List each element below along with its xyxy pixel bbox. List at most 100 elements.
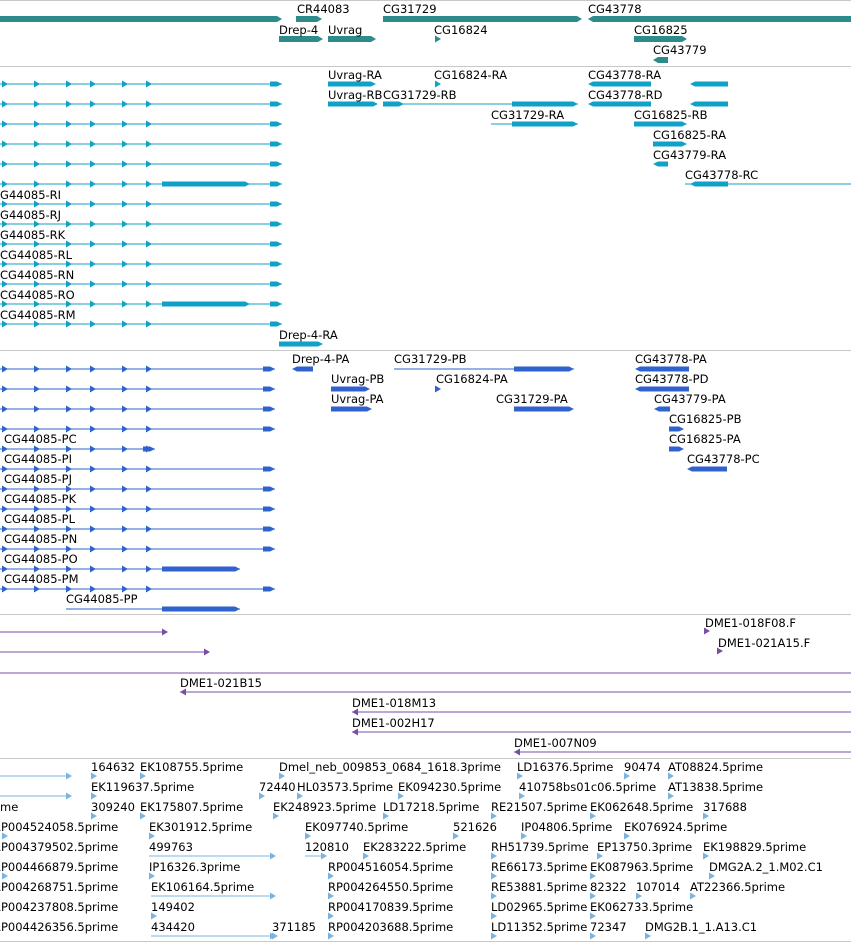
protein-glyph-exon[interactable] (90, 365, 96, 373)
gene-glyph[interactable] (588, 16, 851, 22)
transcript-glyph[interactable] (653, 141, 687, 147)
est-label[interactable]: EK094230.5prime (398, 780, 502, 794)
transcript-glyph-exon[interactable] (2, 160, 8, 168)
transcript-label[interactable]: CG44085-RN (0, 268, 75, 282)
protein-glyph[interactable] (635, 366, 689, 372)
est-glyph[interactable] (491, 892, 497, 900)
protein-label[interactable]: CG44085-PN (4, 532, 78, 546)
transcript-glyph-exon[interactable] (66, 260, 72, 268)
transcript-glyph-exon[interactable] (122, 240, 128, 248)
transcript-glyph-exon[interactable] (2, 220, 8, 228)
transcript-glyph-exon[interactable] (146, 120, 152, 128)
est-glyph[interactable] (624, 772, 630, 780)
transcript-glyph-exon[interactable] (270, 181, 282, 187)
protein-glyph[interactable] (331, 386, 370, 392)
protein-glyph-exon[interactable] (122, 385, 128, 393)
transcript-glyph-exon[interactable] (2, 300, 8, 308)
transcript-glyph-exon[interactable] (146, 280, 152, 288)
est-label[interactable]: RP004264550.5prime (328, 880, 454, 894)
est-label[interactable]: AT08824.5prime (668, 760, 764, 774)
protein-glyph-exon[interactable] (90, 465, 96, 473)
protein-glyph-exon[interactable] (263, 526, 275, 532)
est-glyph[interactable] (328, 932, 334, 940)
est-glyph[interactable] (521, 832, 527, 840)
protein-glyph-exon[interactable] (66, 585, 72, 593)
protein-label[interactable]: CG44085-PJ (4, 472, 73, 486)
transcript-glyph-exon[interactable] (90, 180, 96, 188)
est-glyph[interactable] (668, 792, 674, 800)
est-glyph[interactable] (636, 892, 642, 900)
est-glyph[interactable] (383, 812, 389, 820)
est-glyph[interactable] (297, 792, 303, 800)
transcript-glyph-exon[interactable] (34, 280, 40, 288)
protein-glyph-exon[interactable] (146, 565, 152, 573)
transcript-glyph-exon[interactable] (146, 220, 152, 228)
protein-glyph-exon[interactable] (122, 365, 128, 373)
transcript-glyph-exon[interactable] (34, 80, 40, 88)
transcript-glyph-exon[interactable] (34, 220, 40, 228)
est-glyph[interactable] (149, 872, 155, 880)
protein-glyph-exon[interactable] (34, 485, 40, 493)
est-label[interactable]: RE53881.5prime (491, 880, 588, 894)
transcript-glyph[interactable] (435, 80, 441, 88)
gene-glyph[interactable] (634, 36, 687, 42)
protein-glyph-exon[interactable] (263, 586, 275, 592)
protein-glyph-exon[interactable] (263, 426, 275, 432)
est-glyph[interactable] (491, 812, 497, 820)
est-label[interactable]: EK175807.5prime (140, 800, 244, 814)
est-glyph[interactable] (624, 832, 630, 840)
protein-glyph[interactable] (514, 366, 574, 372)
protein-glyph[interactable] (331, 406, 372, 412)
est-label[interactable]: LD11352.5prime (491, 920, 588, 934)
transcript-glyph-exon[interactable] (122, 80, 128, 88)
est-label[interactable]: 521626 (453, 820, 497, 834)
gene-label[interactable]: Uvrag (328, 23, 363, 37)
protein-label[interactable]: CG16824-PA (436, 372, 508, 386)
transcript-glyph-exon[interactable] (270, 141, 282, 147)
transcript-glyph-exon[interactable] (66, 140, 72, 148)
est-label[interactable]: AT22366.5prime (690, 880, 786, 894)
protein-glyph-exon[interactable] (34, 425, 40, 433)
transcript-glyph-exon[interactable] (34, 140, 40, 148)
protein-glyph-exon[interactable] (90, 525, 96, 533)
transcript-glyph-exon[interactable] (270, 81, 282, 87)
transcript-label[interactable]: CG31729-RB (383, 88, 457, 102)
transcript-glyph[interactable] (588, 81, 651, 87)
est-label[interactable]: RP004524058.5prime (0, 820, 119, 834)
est-label[interactable]: RP004237808.5prime (0, 900, 119, 914)
transcript-glyph-exon[interactable] (34, 180, 40, 188)
est-label[interactable]: EK062648.5prime (590, 800, 694, 814)
transcript-glyph-exon[interactable] (270, 321, 282, 327)
transcript-glyph-exon[interactable] (34, 120, 40, 128)
transcript-label[interactable]: CG16825-RA (653, 128, 727, 142)
transcript-label[interactable]: CG43779-RA (653, 148, 727, 162)
protein-glyph-exon[interactable] (122, 525, 128, 533)
clone-label[interactable]: DME1-002H17 (352, 716, 435, 730)
transcript-glyph-exon[interactable] (90, 220, 96, 228)
protein-glyph-exon[interactable] (34, 445, 40, 453)
protein-label[interactable]: CG43778-PA (635, 352, 707, 366)
est-label[interactable]: 120810 (305, 840, 349, 854)
transcript-label[interactable]: CG16825-RB (634, 108, 708, 122)
est-glyph[interactable] (149, 832, 155, 840)
transcript-glyph-exon[interactable] (270, 301, 282, 307)
transcript-glyph[interactable] (383, 101, 404, 107)
transcript-glyph-exon[interactable] (146, 260, 152, 268)
est-glyph[interactable] (491, 912, 497, 920)
transcript-glyph-exon[interactable] (66, 300, 72, 308)
protein-label[interactable]: CG16825-PA (669, 432, 741, 446)
transcript-glyph-exon[interactable] (66, 320, 72, 328)
protein-glyph-exon[interactable] (228, 566, 240, 572)
transcript-glyph-exon[interactable] (122, 160, 128, 168)
transcript-label[interactable]: CG44085-RL (0, 248, 73, 262)
transcript-glyph-exon[interactable] (270, 241, 282, 247)
protein-glyph-exon[interactable] (2, 565, 8, 573)
clone-label[interactable]: DME1-018F08.F (705, 616, 796, 630)
transcript-glyph[interactable] (512, 101, 578, 107)
protein-glyph-exon[interactable] (2, 445, 8, 453)
est-glyph[interactable] (590, 872, 596, 880)
protein-glyph-exon[interactable] (2, 405, 8, 413)
est-glyph[interactable] (328, 892, 334, 900)
protein-glyph-exon[interactable] (146, 505, 152, 513)
clone-glyph[interactable] (162, 628, 168, 636)
